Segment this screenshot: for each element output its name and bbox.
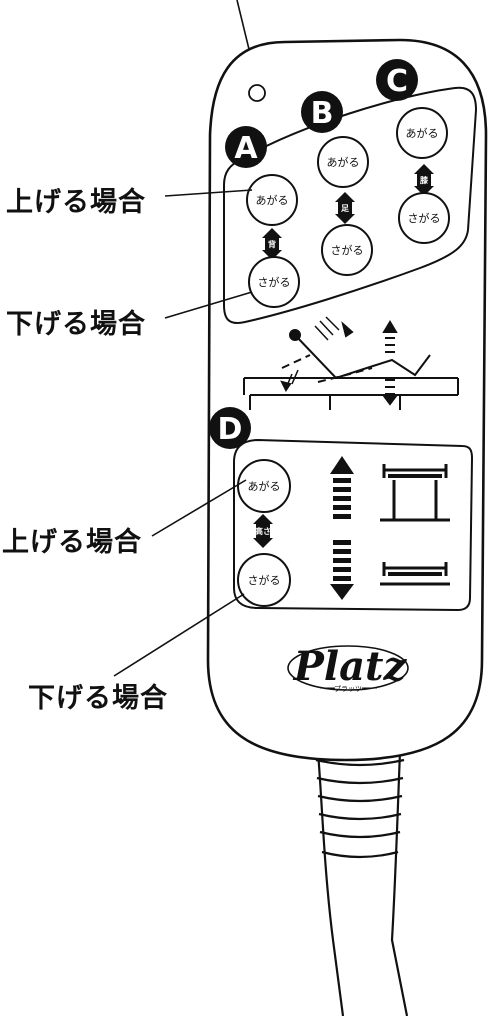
a-part-label: 背	[268, 239, 276, 249]
brand-name: Platz	[293, 643, 408, 690]
d-part-label: 高さ	[255, 526, 271, 536]
b-down-label: さがる	[331, 243, 364, 257]
c-up-label: あがる	[406, 126, 439, 140]
c-down-label: さがる	[408, 211, 441, 225]
callout-ab-raise: 上げる場合	[6, 187, 146, 218]
b-part-label: 足	[341, 204, 350, 213]
a-up-label: あがる	[256, 193, 289, 207]
d-down-button[interactable]: さがる	[237, 553, 291, 607]
b-up-label: あがる	[327, 155, 360, 169]
group-badge-b: B	[301, 91, 343, 133]
d-arrow-icon: 高さ	[253, 514, 273, 548]
brand-logo: Platz プラッツ	[287, 643, 409, 693]
b-up-button[interactable]: あがる	[317, 136, 369, 188]
a-down-button[interactable]: さがる	[248, 256, 300, 308]
c-arrow-icon: 膝	[414, 164, 434, 196]
a-down-label: さがる	[258, 275, 291, 289]
group-letter-b: B	[311, 96, 334, 131]
d-up-label: あがる	[248, 479, 281, 493]
c-up-button[interactable]: あがる	[396, 107, 448, 159]
indicator-lamp-icon	[248, 84, 266, 102]
group-letter-d: D	[218, 412, 243, 447]
c-down-button[interactable]: さがる	[398, 192, 450, 244]
bed-raised-icon	[380, 464, 450, 522]
b-arrow-icon: 足	[335, 192, 355, 224]
remote-cable	[315, 751, 409, 1016]
group-letter-c: C	[386, 64, 408, 99]
d-up-button[interactable]: あがる	[237, 459, 291, 513]
group-letter-a: A	[234, 131, 258, 166]
d-button-panel	[233, 438, 474, 612]
c-part-label: 膝	[420, 175, 429, 185]
callout-leader-lines	[113, 189, 253, 677]
group-badge-a: A	[225, 126, 267, 168]
callout-d-raise: 上げる場合	[2, 527, 142, 558]
a-up-button[interactable]: あがる	[246, 174, 298, 226]
group-badge-d: D	[209, 407, 251, 449]
a-arrow-icon: 背	[262, 228, 282, 260]
bed-lowered-icon	[380, 562, 450, 586]
callout-ab-lower: 下げる場合	[6, 309, 146, 340]
brand-reading: プラッツ	[334, 685, 362, 693]
d-down-label: さがる	[248, 573, 281, 587]
b-down-button[interactable]: さがる	[321, 224, 373, 276]
height-arrow-icon	[330, 456, 354, 600]
group-badge-c: C	[376, 59, 418, 101]
bed-profile-icon	[243, 316, 459, 410]
callout-d-lower: 下げる場合	[28, 683, 168, 714]
